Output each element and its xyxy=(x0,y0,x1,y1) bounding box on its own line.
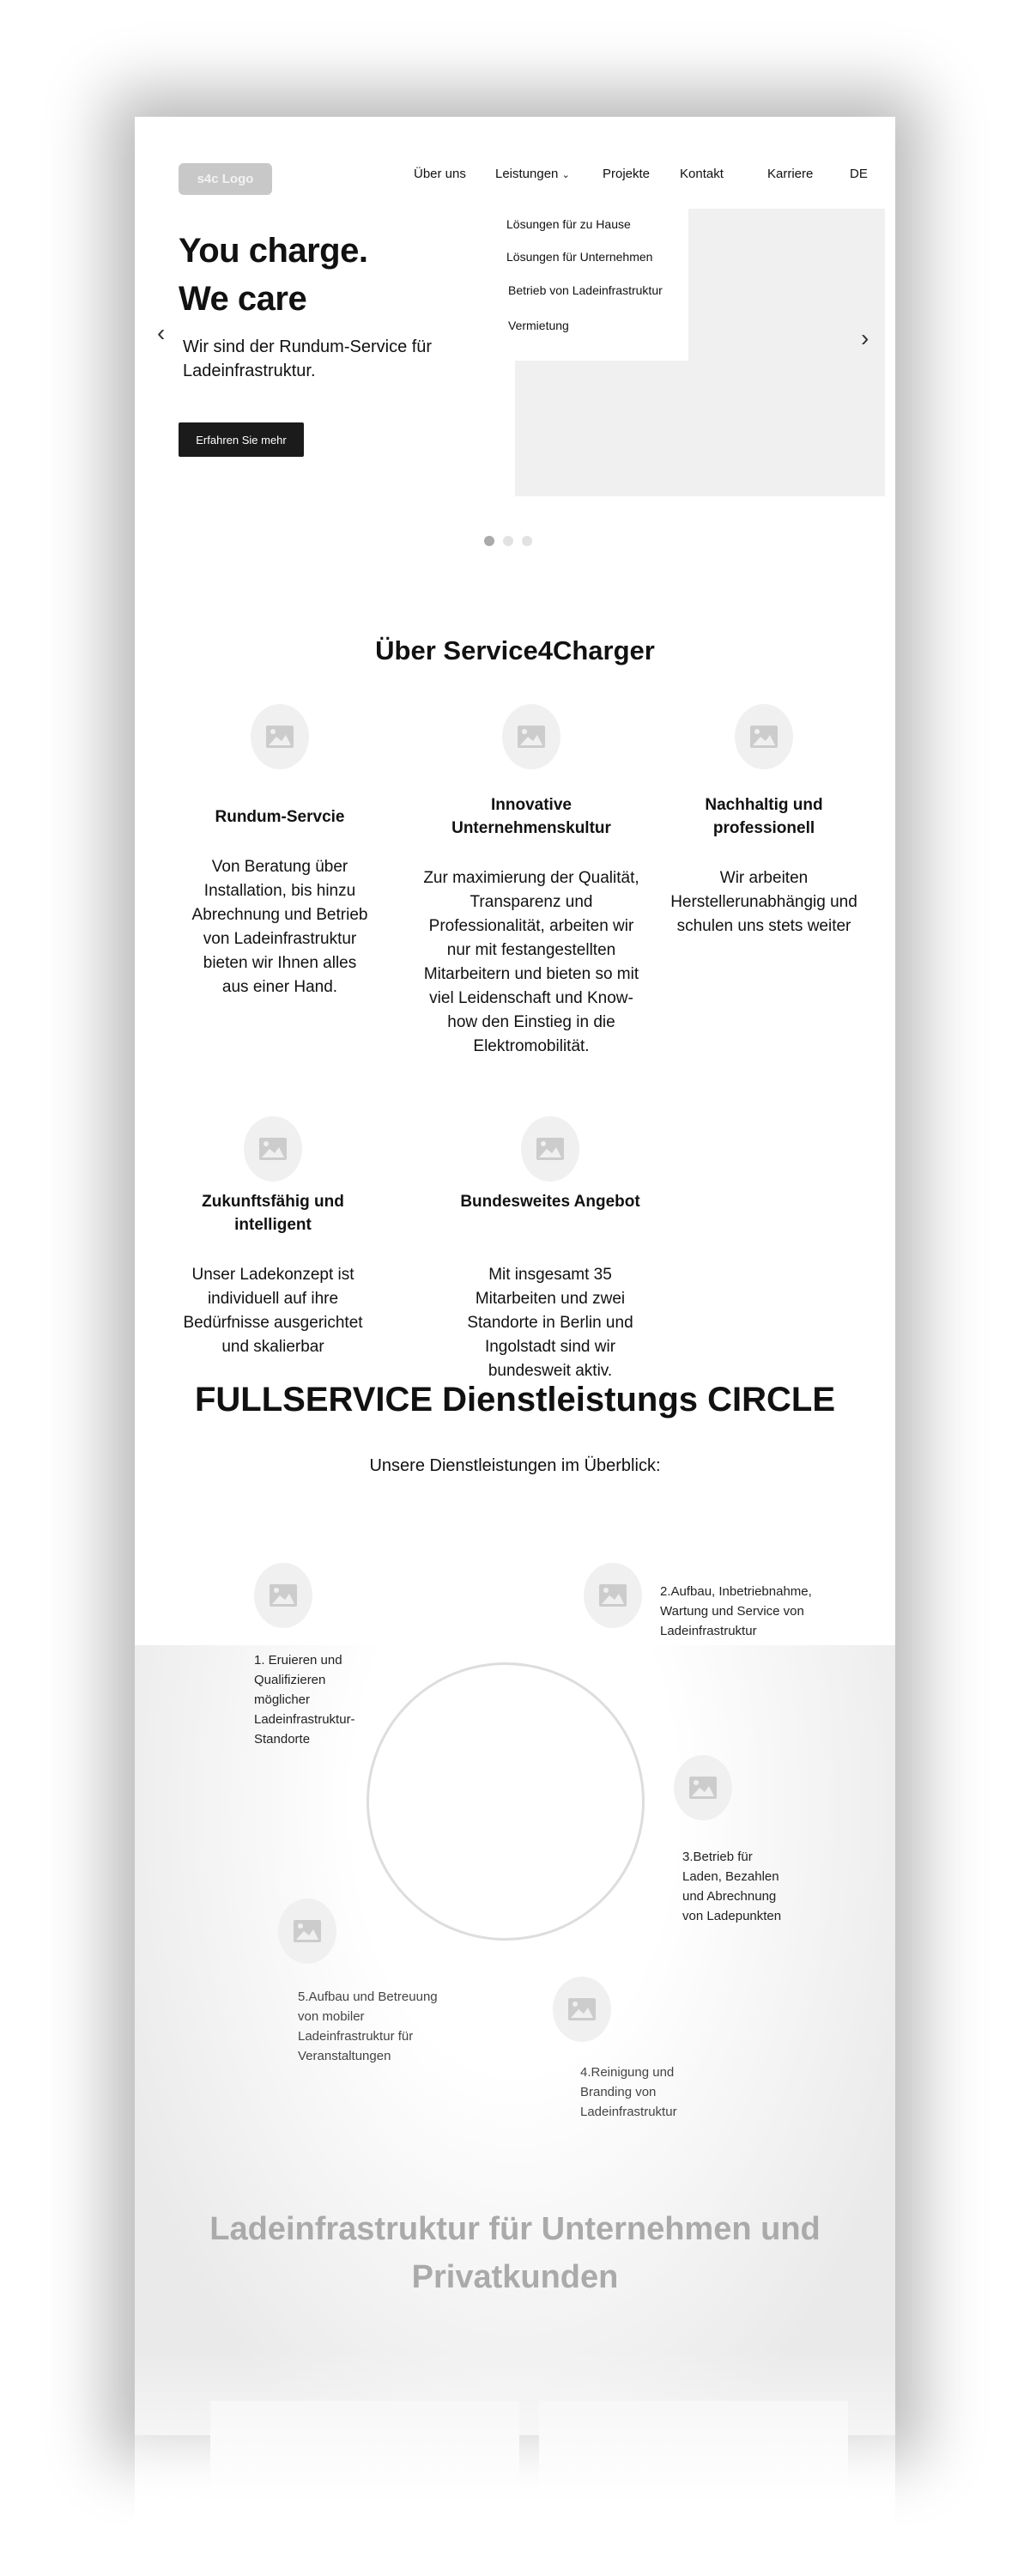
service-step: 2.Aufbau, Inbetriebnahme, Wartung und Se… xyxy=(660,1584,812,1638)
feature-title: Zukunftsfähig und intelligent xyxy=(202,1193,344,1234)
feature-body: Wir arbeiten Herstellerunabhängig und sc… xyxy=(670,869,857,935)
image-icon xyxy=(521,1116,579,1182)
feature-body: Von Beratung über Installation, bis hinz… xyxy=(191,858,368,996)
carousel-dot[interactable] xyxy=(522,536,532,546)
feature-body: Zur maximierung der Qualität, Transparen… xyxy=(423,869,639,1055)
learn-more-button[interactable]: Erfahren Sie mehr xyxy=(179,422,304,457)
dropdown-item[interactable]: Lösungen für zu Hause xyxy=(506,217,631,231)
nav-ueber-uns[interactable]: Über uns xyxy=(414,167,466,181)
image-icon xyxy=(278,1899,336,1964)
about-heading: Über Service4Charger xyxy=(375,635,655,665)
nav-karriere[interactable]: Karriere xyxy=(767,167,814,181)
service-step: 1. Eruieren und Qualifizieren möglicher … xyxy=(254,1653,355,1747)
service-circle xyxy=(367,1662,645,1941)
leistungen-dropdown: Lösungen für zu Hause Lösungen für Unter… xyxy=(489,209,688,361)
feature-body: Mit insgesamt 35 Mitarbeiten und zwei St… xyxy=(467,1266,633,1380)
nav-leistungen[interactable]: Leistungen ⌄ xyxy=(495,167,570,181)
image-icon xyxy=(584,1563,642,1628)
customers-heading: Ladeinfrastruktur für Unternehmen und Pr… xyxy=(209,2211,821,2295)
carousel-dot-active[interactable] xyxy=(484,536,494,546)
hero-title-line1: You charge. xyxy=(179,232,368,270)
nav-projekte[interactable]: Projekte xyxy=(603,167,651,181)
circle-subtitle: Unsere Dienstleistungen im Überblick: xyxy=(369,1456,661,1475)
image-icon xyxy=(735,704,793,769)
chevron-left-icon[interactable]: ‹ xyxy=(157,319,166,346)
hero-subtitle: Wir sind der Rundum-Service für Ladeinfr… xyxy=(183,337,433,380)
service-step: 5.Aufbau und Betreuung von mobiler Ladei… xyxy=(298,1990,438,2063)
dropdown-item[interactable]: Vermietung xyxy=(508,319,569,332)
carousel-dot[interactable] xyxy=(503,536,513,546)
feature-title: Bundesweites Angebot xyxy=(460,1193,640,1211)
feature-title: Innovative Unternehmenskultur xyxy=(451,796,611,837)
dropdown-item[interactable]: Lösungen für Unternehmen xyxy=(506,250,653,264)
image-icon xyxy=(254,1563,312,1628)
nav-leistungen-label: Leistungen xyxy=(495,167,559,181)
feature-body: Unser Ladekonzept ist individuell auf ih… xyxy=(183,1266,363,1356)
dropdown-item[interactable]: Betrieb von Ladeinfrastruktur xyxy=(508,283,663,297)
feature-title: Rundum-Servcie xyxy=(215,808,345,826)
fade-overlay xyxy=(135,2349,895,2573)
service-step: 4.Reinigung und Branding von Ladeinfrast… xyxy=(580,2065,677,2119)
image-icon xyxy=(674,1755,732,1820)
chevron-right-icon[interactable]: › xyxy=(861,325,869,351)
nav-kontakt[interactable]: Kontakt xyxy=(680,167,724,181)
hero-title-line2: We care xyxy=(179,280,307,318)
feature-title: Nachhaltig und professionell xyxy=(705,796,823,837)
image-icon xyxy=(553,1977,611,2042)
service-step: 3.Betrieb für Laden, Bezahlen und Abrech… xyxy=(682,1850,782,1923)
image-icon xyxy=(502,704,560,769)
page: s4c Logo Über uns Leistungen ⌄ Projekte … xyxy=(135,117,895,2573)
image-icon xyxy=(244,1116,302,1182)
logo[interactable]: s4c Logo xyxy=(179,163,272,195)
language-selector[interactable]: DE xyxy=(850,167,868,181)
circle-heading: FULLSERVICE Dienstleistungs CIRCLE xyxy=(194,1381,835,1419)
image-icon xyxy=(251,704,309,769)
chevron-down-icon: ⌄ xyxy=(561,170,570,180)
